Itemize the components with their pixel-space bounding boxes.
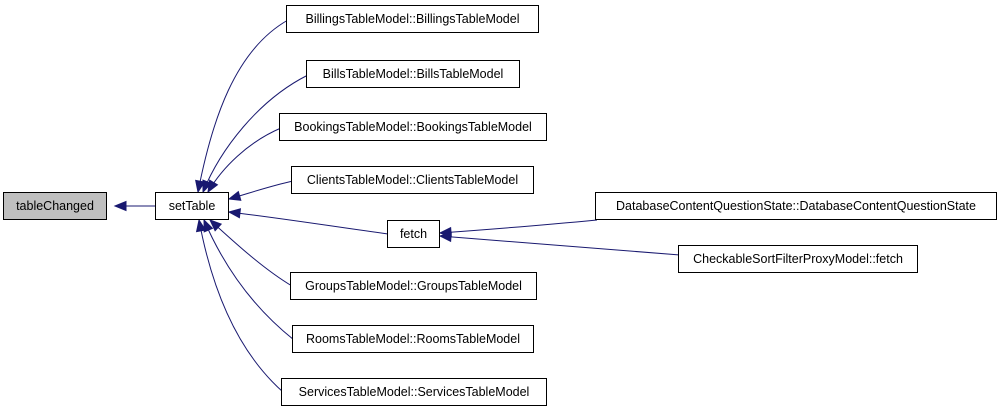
edge-arrowhead: [227, 190, 242, 201]
edge-services-to-set_table: [195, 218, 284, 393]
edge-arrowhead: [227, 208, 242, 219]
node-checkable-sort-filter-proxy-fetch[interactable]: CheckableSortFilterProxyModel::fetch: [678, 245, 918, 273]
edge-checkable_fetch-to-fetch: [438, 231, 681, 256]
edge-arrowhead: [207, 179, 219, 194]
node-fetch[interactable]: fetch: [387, 220, 440, 248]
edge-fetch-to-set_table: [227, 208, 389, 235]
edge-set_table-to-table_changed: [113, 200, 155, 212]
edge-line: [203, 219, 295, 341]
edge-line: [198, 219, 284, 393]
node-bills-table-model[interactable]: BillsTableModel::BillsTableModel: [306, 60, 520, 88]
edge-line: [209, 219, 293, 287]
edge-arrowhead: [203, 218, 214, 233]
edge-rooms-to-set_table: [203, 218, 295, 341]
edge-database_content-to-fetch: [438, 219, 598, 238]
node-services-table-model[interactable]: ServicesTableModel::ServicesTableModel: [281, 378, 547, 406]
node-set-table[interactable]: setTable: [155, 192, 229, 220]
node-groups-table-model[interactable]: GroupsTableModel::GroupsTableModel: [290, 272, 537, 300]
node-clients-table-model[interactable]: ClientsTableModel::ClientsTableModel: [291, 166, 534, 194]
edge-clients-to-set_table: [227, 180, 294, 201]
edge-arrowhead: [438, 231, 452, 243]
node-table-changed: tableChanged: [3, 192, 107, 220]
node-rooms-table-model[interactable]: RoomsTableModel::RoomsTableModel: [292, 325, 534, 353]
edge-arrowhead: [113, 200, 127, 212]
node-bookings-table-model[interactable]: BookingsTableModel::BookingsTableModel: [279, 113, 547, 141]
node-database-content-question-state[interactable]: DatabaseContentQuestionState::DatabaseCo…: [595, 192, 997, 220]
edge-line: [439, 219, 598, 234]
edge-bookings-to-set_table: [207, 127, 282, 194]
edge-arrowhead: [195, 218, 207, 233]
edge-groups-to-set_table: [209, 219, 293, 287]
edge-line: [202, 74, 309, 193]
edge-arrowhead: [209, 219, 223, 232]
edge-billings-to-set_table: [195, 19, 289, 194]
edge-arrowhead: [195, 179, 206, 194]
edge-line: [197, 19, 289, 193]
edge-line: [439, 235, 681, 256]
edge-line: [228, 211, 389, 235]
node-billings-table-model[interactable]: BillingsTableModel::BillingsTableModel: [286, 5, 539, 33]
